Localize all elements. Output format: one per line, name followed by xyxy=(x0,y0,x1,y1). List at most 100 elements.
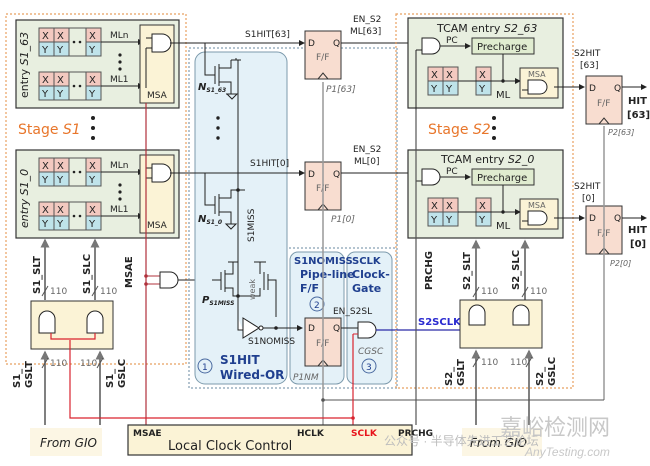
cgsc-label: CGSC xyxy=(358,347,384,357)
tcam-entry-s2-63-label: TCAM entry S2_63 xyxy=(436,22,537,35)
svg-text:ML: ML xyxy=(496,90,511,101)
stage1-vertical-dots xyxy=(91,116,95,140)
svg-text:PC: PC xyxy=(446,167,458,177)
p2-63-flip-flop: D Q F/F xyxy=(585,75,623,125)
svg-text:110: 110 xyxy=(50,287,67,297)
svg-text:3: 3 xyxy=(366,363,372,373)
svg-text:X: X xyxy=(446,70,453,81)
cell-row-bottom: XY XY XY xyxy=(38,201,102,231)
lcc-sclk-label: SCLK xyxy=(351,429,378,439)
and-gate-icon xyxy=(527,79,548,95)
p1nm-label: P1NM xyxy=(293,373,319,383)
svg-text:Y: Y xyxy=(56,89,64,100)
pmos-s1miss xyxy=(212,261,238,297)
ml-n-label: MLn xyxy=(110,31,128,41)
stage2-label: Stage S2 xyxy=(428,122,491,138)
entry-s1-0: entry S1_0 XY XY XY XY XY XY MLn ML1 MSA xyxy=(15,149,180,239)
weak-label: weak xyxy=(248,279,257,300)
svg-text:Y: Y xyxy=(478,84,486,95)
from-gio-right-box xyxy=(462,428,542,456)
svg-text:Y: Y xyxy=(41,45,49,56)
svg-text:Y: Y xyxy=(41,219,49,230)
svg-text:Y: Y xyxy=(41,89,49,100)
cell-row-bottom: XY XY XY xyxy=(38,71,102,101)
svg-text:Q: Q xyxy=(614,84,621,94)
svg-text:Y: Y xyxy=(88,89,96,100)
pipeline-number-badge xyxy=(309,296,325,312)
svg-text:Y: Y xyxy=(88,175,96,186)
watermark-line2: 嘉峪检测网 xyxy=(500,415,610,440)
tcam-entry-s2-0: TCAM entry S2_0 PC Precharge XY XY XY ML… xyxy=(407,149,585,239)
stage1-frame xyxy=(5,13,187,365)
cell-row-top: XY XY XY xyxy=(38,27,102,57)
svg-text:X: X xyxy=(42,75,49,86)
svg-text:Q: Q xyxy=(614,214,621,224)
svg-text:110: 110 xyxy=(510,358,527,368)
svg-text:PC: PC xyxy=(446,36,458,46)
svg-text:X: X xyxy=(89,31,96,42)
and-gate-icon xyxy=(512,304,530,326)
svg-text:X: X xyxy=(42,161,49,172)
wired-or-number-badge xyxy=(197,358,213,374)
s2-sl-driver xyxy=(459,299,543,349)
and-gate-icon xyxy=(421,168,441,186)
svg-text:Y: Y xyxy=(88,219,96,230)
and-gate-icon xyxy=(151,33,172,53)
tcam-entry-s2-0-label: TCAM entry S2_0 xyxy=(440,153,534,166)
and-gate-icon xyxy=(357,321,377,339)
msae-signal-label: MSAE xyxy=(124,256,135,288)
ml-1-label: ML1 xyxy=(110,75,129,85)
svg-text:110: 110 xyxy=(481,358,498,368)
svg-text:110: 110 xyxy=(50,359,67,369)
svg-text:Y: Y xyxy=(430,84,438,95)
p2-0-label: P2[0] xyxy=(610,259,631,268)
svg-text:110: 110 xyxy=(80,359,97,369)
svg-text:Y: Y xyxy=(478,215,486,226)
stage2-frame xyxy=(395,13,574,389)
svg-text:X: X xyxy=(89,205,96,216)
s2sclk-label: S2SCLK xyxy=(418,317,462,328)
svg-text:110: 110 xyxy=(100,287,117,297)
entry-s1-63-label: entry S1_63 xyxy=(18,32,31,98)
from-gio-left: From GIO xyxy=(40,436,97,450)
lcc-hclk-label: HCLK xyxy=(297,429,325,439)
svg-text:Y: Y xyxy=(56,175,64,186)
svg-text:D: D xyxy=(308,39,315,49)
tcam-entry-s2-63: TCAM entry S2_63 PC Precharge XY XY XY M… xyxy=(407,17,585,110)
s1nomiss-label: S1NOMISS xyxy=(248,337,295,347)
from-gio-left-box xyxy=(30,428,102,456)
p1-63-label: P1[63] xyxy=(326,85,356,95)
svg-text:ML: ML xyxy=(496,221,511,232)
svg-text:X: X xyxy=(57,75,64,86)
s2hit-0-label: S2HIT[0] xyxy=(574,182,601,204)
svg-text:MSA: MSA xyxy=(528,70,546,79)
inverter-icon xyxy=(237,317,260,339)
svg-text:1: 1 xyxy=(202,363,208,373)
lcc-msae-label: MSAE xyxy=(133,429,162,439)
svg-text:F/F: F/F xyxy=(316,53,329,63)
entry-s1-63: entry S1_63 XY XY XY XY XY XY MLn ML1 MS… xyxy=(15,19,180,109)
wired-or-outer-frame xyxy=(188,47,398,389)
s1hit-63-label: S1HIT[63] xyxy=(245,30,290,40)
svg-text:X: X xyxy=(479,201,486,212)
svg-text:D: D xyxy=(589,214,596,224)
clock-gate-region xyxy=(346,251,393,385)
svg-text:Q: Q xyxy=(333,170,340,180)
lcc-title: Local Clock Control xyxy=(168,439,292,454)
ml-n-label: MLn xyxy=(110,161,128,171)
hit-63-label: HIT[63] xyxy=(627,96,650,121)
svg-text:D: D xyxy=(589,84,596,94)
stage1-label: Stage S1 xyxy=(18,122,81,138)
svg-text:X: X xyxy=(42,31,49,42)
s2-gslt-label: S2_GSLT xyxy=(444,359,467,386)
svg-text:110: 110 xyxy=(481,287,498,297)
svg-text:Q: Q xyxy=(333,324,340,334)
s1miss-label: S1MISS xyxy=(247,208,257,242)
svg-text:X: X xyxy=(89,161,96,172)
wired-or-region xyxy=(194,51,288,385)
watermark-line1: 公众号 · 半导体先进工艺论坛 xyxy=(384,434,539,448)
